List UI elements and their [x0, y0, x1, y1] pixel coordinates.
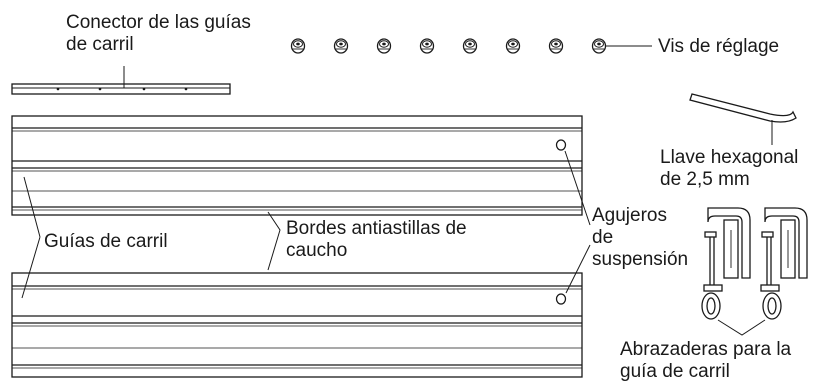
adjustment-screw [376, 38, 392, 54]
edges-leader-lines [267, 211, 281, 271]
screws-label: Vis de réglage [658, 36, 780, 57]
holes-label-line2: de [592, 227, 614, 248]
adjustment-screw [591, 38, 607, 54]
rails-leader-lines [21, 176, 41, 299]
holes-leader-lines [564, 150, 591, 294]
connector-label-line1: Conector de las guías [66, 12, 251, 33]
rail-upper [11, 115, 583, 216]
holes-label-line1: Agujeros [592, 205, 667, 226]
adjustment-screws [290, 38, 607, 54]
clamp-left [701, 207, 751, 320]
hex-key-label: Llave hexagonal de 2,5 mm [660, 147, 798, 191]
connector-label: Conector de las guías de carril [66, 12, 251, 56]
adjustment-screw [548, 38, 564, 54]
clamps-label-line2: guía de carril [620, 361, 730, 382]
adjustment-screw [290, 38, 306, 54]
holes-label-line3: suspensión [592, 249, 689, 270]
clamps-label: Abrazaderas para la guía de carril [620, 339, 791, 383]
connector-label-line2: de carril [66, 34, 134, 55]
edges-label: Bordes antiastillas de caucho [286, 218, 467, 262]
clamp-right [760, 207, 808, 320]
suspension-hole-lower [555, 293, 567, 305]
rail-lower [11, 272, 583, 378]
edges-label-line2: caucho [286, 240, 348, 261]
adjustment-screw [419, 38, 435, 54]
edges-label-line1: Bordes antiastillas de [286, 218, 467, 239]
rail-connector [11, 83, 231, 95]
rails-label: Guías de carril [44, 231, 168, 253]
adjustment-screw [505, 38, 521, 54]
adjustment-screw [333, 38, 349, 54]
clamps-label-line1: Abrazaderas para la [620, 339, 792, 360]
hex-key-label-line2: de 2,5 mm [660, 169, 750, 190]
hex-key-label-line1: Llave hexagonal [660, 147, 799, 168]
suspension-hole-upper [555, 139, 567, 151]
holes-label: Agujeros de suspensión [592, 205, 688, 271]
clamps-leader-lines [717, 319, 766, 336]
adjustment-screw [462, 38, 478, 54]
hex-key [689, 93, 797, 145]
